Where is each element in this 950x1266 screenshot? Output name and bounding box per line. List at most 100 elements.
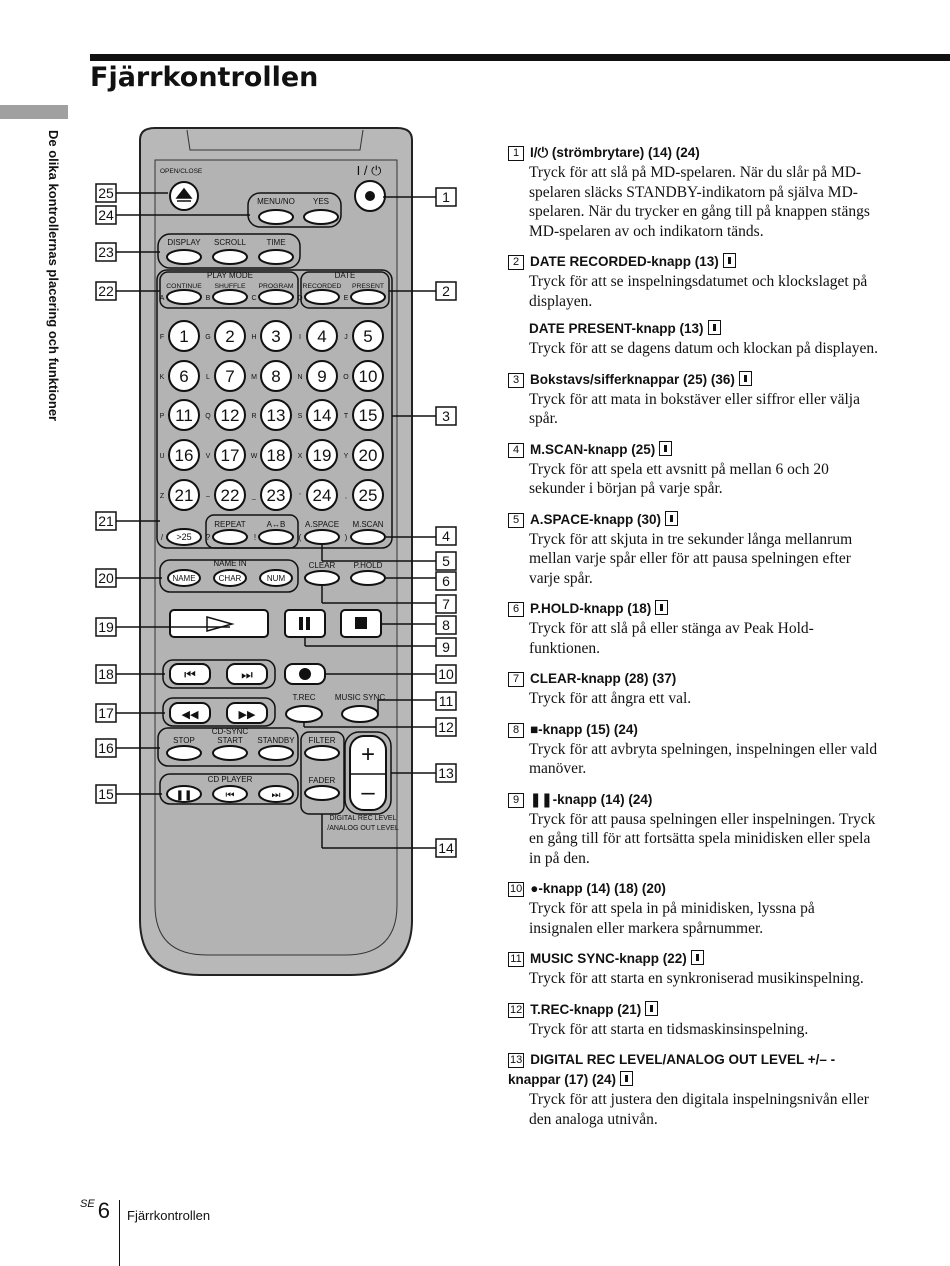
mode-key-label: PRESENT <box>352 283 384 290</box>
digit-key <box>352 439 384 471</box>
menu-no-button <box>258 209 294 225</box>
digit-label: 13 <box>267 406 286 425</box>
item-heading-text: ■-knapp (15) (24) <box>530 721 638 737</box>
rewind-icon: ◀◀ <box>182 709 199 721</box>
remote-group-frame <box>247 192 342 228</box>
digit-letter: O <box>343 374 349 381</box>
music-sync-label: MUSIC SYNC <box>335 693 385 702</box>
clear-button <box>304 570 340 586</box>
digit-label: 23 <box>267 486 286 505</box>
char-label: CHAR <box>219 574 242 583</box>
digit-label: 9 <box>317 367 326 386</box>
cd-player-button <box>166 785 202 803</box>
mode-key <box>258 289 294 305</box>
stop-icon <box>355 617 367 629</box>
digit-key <box>168 479 200 511</box>
digit-key <box>306 320 338 352</box>
time-button <box>258 249 294 265</box>
remote-group-frame <box>159 559 299 593</box>
digit-label: 15 <box>359 406 378 425</box>
item-description: Tryck för att starta en synkroniserad mu… <box>529 970 864 987</box>
remote-group-frame <box>159 773 299 805</box>
digit-letter: J <box>344 334 348 341</box>
item-description: Tryck för att spela ett avsnitt på mella… <box>529 460 829 498</box>
eject-icon <box>175 187 193 202</box>
digit-letter: S <box>298 413 303 420</box>
scroll-label: SCROLL <box>214 238 247 247</box>
rec-icon <box>299 668 311 680</box>
callout-5-text: 5 <box>442 553 450 569</box>
p-hold-label: P.HOLD <box>354 561 383 570</box>
item-heading: 9❚❚-knapp (14) (24) <box>508 790 880 810</box>
callout-1-text: 1 <box>442 189 450 205</box>
item-10: 10●-knapp (14) (18) (20)Tryck för att sp… <box>508 879 880 938</box>
digit-letter: H <box>251 334 256 341</box>
t-rec-button <box>285 705 323 723</box>
pause-button <box>284 609 326 638</box>
gt25-label: >25 <box>176 532 191 542</box>
display-button <box>166 249 202 265</box>
digit-letter: L <box>206 374 210 381</box>
mode-key <box>166 289 202 305</box>
battery-cover <box>186 129 364 151</box>
item-number-box: 5 <box>508 512 524 528</box>
repeat-button <box>212 529 248 545</box>
mode-key-label: SHUFFLE <box>215 283 246 290</box>
callout-17-text: 17 <box>98 705 114 721</box>
item-description: Tryck för att avbryta spelningen, inspel… <box>529 740 878 778</box>
digit-label: 3 <box>271 327 280 346</box>
callout-12-text: 12 <box>438 719 454 735</box>
digit-letter: W <box>251 453 258 460</box>
m-scan-label: M.SCAN <box>352 520 383 529</box>
digit-key <box>168 439 200 471</box>
num-label: NUM <box>267 574 286 583</box>
cd-sync-label: CD-SYNC <box>212 727 249 736</box>
item-description: Tryck för att spela in på minidisken, ly… <box>529 900 815 937</box>
name-button <box>167 569 201 587</box>
digit-key <box>352 360 384 392</box>
item-number-box: 3 <box>508 372 524 388</box>
callout-20-text: 20 <box>98 570 114 586</box>
cd-player-button <box>258 785 294 803</box>
callout-14-text: 14 <box>438 840 454 856</box>
item-heading: 8■-knapp (15) (24) <box>508 720 880 740</box>
item-number-box: 11 <box>508 952 524 967</box>
digit-key <box>214 479 246 511</box>
item-sub-heading-text: DATE PRESENT-knapp (13) <box>529 321 704 336</box>
time-label: TIME <box>266 238 285 247</box>
item-number-box: 13 <box>508 1053 525 1068</box>
remote-group-frame <box>157 233 301 269</box>
level-rocker <box>349 735 387 811</box>
page-num: 6 <box>97 1198 110 1223</box>
small-char: ! <box>254 533 256 542</box>
digit-letter: , <box>345 493 347 500</box>
mode-key <box>212 289 248 305</box>
small-char: / <box>161 533 164 542</box>
cd-stop-button <box>166 745 202 761</box>
side-heading: De olika kontrollernas placering och fun… <box>46 130 61 422</box>
ab-label: A↔B <box>267 520 286 529</box>
rewind-button <box>169 702 211 724</box>
play-button <box>169 609 269 638</box>
cd-standby-label: STANDBY <box>257 736 295 745</box>
next-button <box>226 663 268 685</box>
callout-10-text: 10 <box>438 666 454 682</box>
scroll-button <box>212 249 248 265</box>
prev-button <box>169 663 211 685</box>
fast-forward-icon: ▶▶ <box>239 709 256 721</box>
power-label: I / ⏻ <box>357 163 382 178</box>
analog-out-level-label: /ANALOG OUT LEVEL <box>327 825 399 832</box>
callout-23-text: 23 <box>98 244 114 260</box>
item-description: Tryck för att ångra ett val. <box>529 690 692 707</box>
mode-letter: A <box>160 295 165 302</box>
music-sync-button <box>341 705 379 723</box>
callout-7 <box>435 594 457 614</box>
digital-rec-level-label: DIGITAL REC LEVEL <box>330 815 397 822</box>
level-minus: – <box>361 779 375 806</box>
